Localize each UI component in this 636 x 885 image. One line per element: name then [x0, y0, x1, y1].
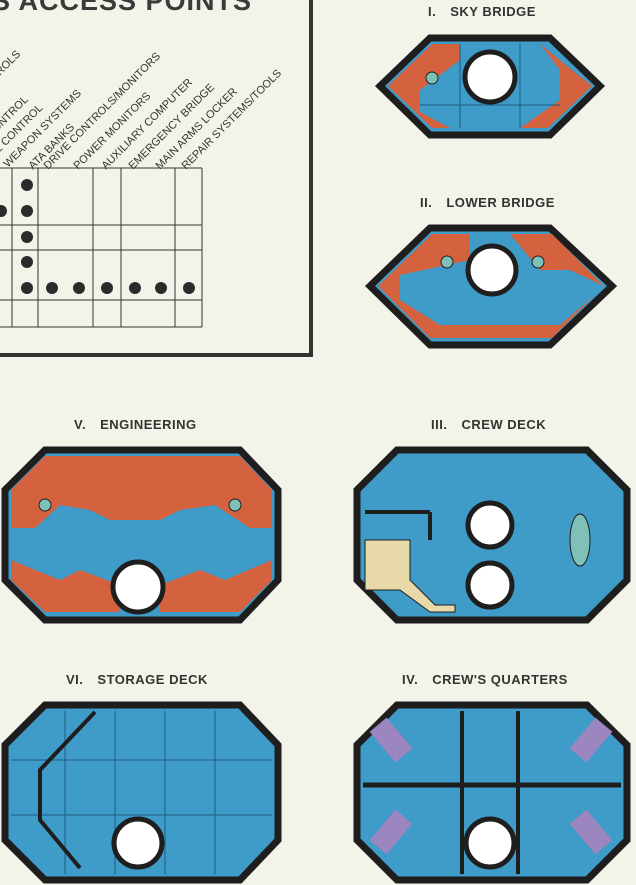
access-dot	[183, 282, 195, 294]
deck-label-storage-deck: VI.STORAGE DECK	[66, 672, 208, 687]
access-chart-title: S ACCESS POINTS	[0, 0, 253, 16]
access-dot	[21, 256, 33, 268]
deck-label-crews-quarters: IV.CREW'S QUARTERS	[402, 672, 568, 687]
access-dot	[21, 179, 33, 191]
access-dot	[21, 231, 33, 243]
deck-label-engineering: V.ENGINEERING	[74, 417, 197, 432]
access-grid	[0, 0, 313, 357]
access-dots	[0, 179, 195, 294]
access-dot	[73, 282, 85, 294]
lower-bridge-plan	[364, 224, 618, 349]
access-dot	[129, 282, 141, 294]
storage-deck-plan	[1, 701, 282, 884]
engineering-plan	[1, 446, 282, 624]
access-dot	[101, 282, 113, 294]
sky-bridge-plan	[374, 34, 606, 139]
crew-deck-plan	[353, 446, 631, 624]
access-dot	[0, 205, 7, 217]
access-dot	[155, 282, 167, 294]
access-dot	[21, 282, 33, 294]
deck-label-crew-deck: III.CREW DECK	[431, 417, 547, 432]
crews-quarters-plan	[353, 701, 631, 884]
access-dot	[21, 205, 33, 217]
deck-label-lower-bridge: II.LOWER BRIDGE	[420, 195, 555, 210]
deck-label-sky-bridge: I.SKY BRIDGE	[428, 4, 536, 19]
access-dot	[46, 282, 58, 294]
